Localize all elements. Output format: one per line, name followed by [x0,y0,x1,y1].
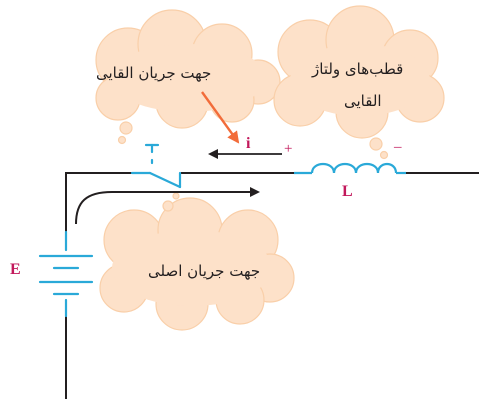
induced-current-direction-label: جهت جریان القایی [96,64,212,82]
battery [38,230,94,318]
main-current-direction-label: جهت جریان اصلی [148,262,261,280]
induced-voltage-polarity-line1: قطب‌های ولتاژ [312,60,404,78]
inductor [294,162,406,175]
plus-sign: + [284,141,293,157]
main-current-arrow [75,187,260,225]
pointer-arrow [201,91,240,144]
cloud-induced-current [95,9,281,145]
battery-symbol: E [10,261,21,278]
cloud-main-current [99,192,295,331]
circuit-wires [65,172,479,399]
switch [130,143,182,189]
induced-voltage-polarity-line2: القایی [344,92,382,110]
inductor-symbol: L [342,183,353,200]
cloud-induced-voltage [273,5,445,160]
induced-current-symbol: i [246,135,251,152]
minus-sign: – [394,139,402,155]
